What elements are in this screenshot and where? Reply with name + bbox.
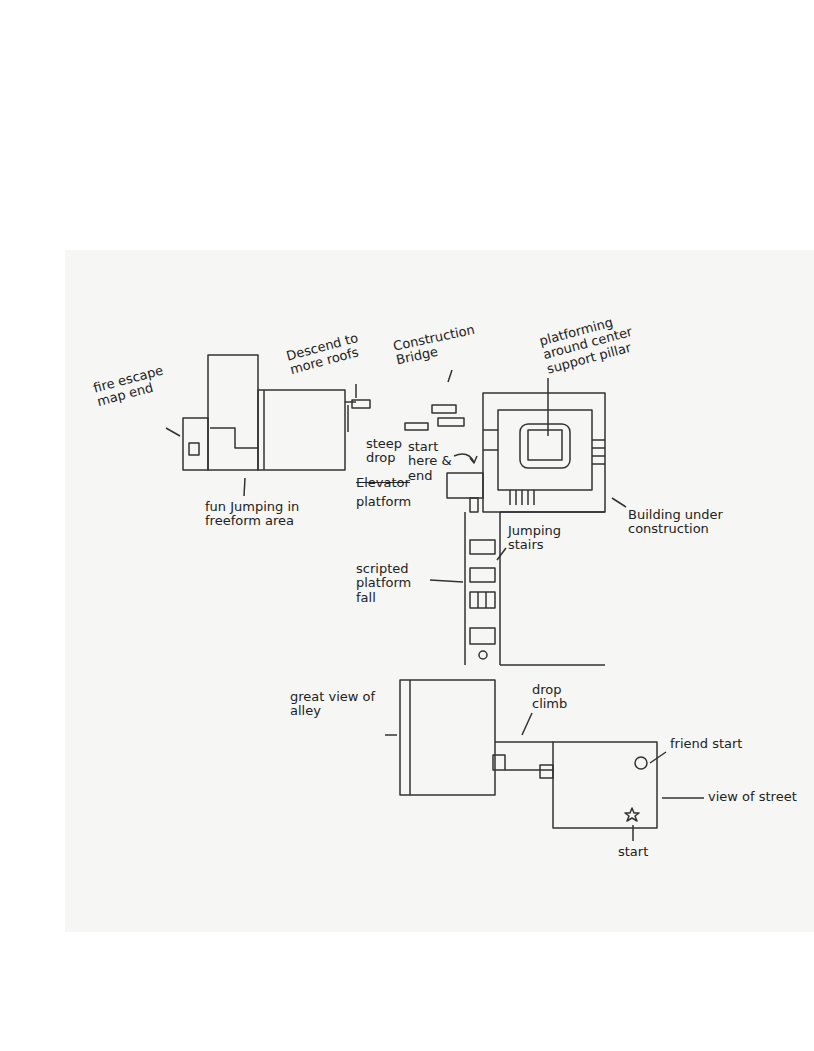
post <box>470 498 478 512</box>
leader-line <box>385 734 397 736</box>
friend-marker <box>635 757 647 769</box>
leader-line <box>612 498 626 507</box>
leader-line <box>632 825 634 841</box>
fire-escape <box>189 443 199 455</box>
annotation: scripted platform fall <box>356 562 428 605</box>
ladder <box>540 765 553 778</box>
ledge <box>345 401 356 403</box>
annotation: Jumping stairs <box>508 524 583 553</box>
building-edge <box>500 512 605 665</box>
inner-wall <box>483 430 498 450</box>
drop-climb-path <box>495 742 553 770</box>
point <box>479 651 487 659</box>
annotation: drop climb <box>532 683 592 712</box>
annotation: Descend to more roofs <box>285 329 372 378</box>
leader-line <box>355 384 357 398</box>
falling-platform <box>470 592 495 608</box>
bridge-piece <box>438 418 464 426</box>
elevator-platform <box>447 473 483 498</box>
bridge-piece <box>432 405 456 413</box>
annotation: start here & end <box>408 440 452 483</box>
start-star <box>625 808 639 821</box>
inner-floor <box>498 410 592 490</box>
leader-line <box>522 713 532 735</box>
bridge-piece <box>405 423 428 430</box>
stair-platform <box>470 540 495 554</box>
annotation: platforming around center support pillar <box>538 304 663 376</box>
annotation: view of street <box>708 790 806 804</box>
start-roof <box>553 742 657 828</box>
leader-line <box>430 580 463 582</box>
freeform-roof <box>258 390 345 470</box>
roof-edge <box>263 390 265 470</box>
construction-building <box>483 393 605 512</box>
arrow-head <box>470 456 477 463</box>
annotation: steep drop <box>366 437 406 466</box>
leader-line <box>166 428 180 436</box>
annotation: Elevator <box>356 476 436 490</box>
steep-drop-line <box>347 405 349 432</box>
leader-line <box>244 478 245 496</box>
stair-hatch <box>592 440 605 464</box>
stair-platform <box>470 628 495 644</box>
roof-edge <box>409 680 411 795</box>
pillar-core <box>528 430 562 460</box>
alley-roof <box>400 680 495 795</box>
annotation: Building under construction <box>628 508 778 537</box>
stair-platform <box>470 568 495 582</box>
annotation: friend start <box>670 737 750 751</box>
leader-line <box>497 548 506 560</box>
stair-hatch <box>510 490 534 505</box>
leader-line <box>650 752 666 763</box>
arrow-line <box>454 454 474 462</box>
leader-line <box>547 378 549 436</box>
stair-corridor <box>465 512 500 665</box>
leader-line <box>448 370 452 382</box>
leader-line <box>662 797 704 799</box>
ladder <box>493 755 505 770</box>
roof-step <box>210 428 258 448</box>
tall-building <box>208 355 258 470</box>
annotation: fire escape map end <box>92 361 179 410</box>
bridge-piece <box>352 400 370 408</box>
annotation: start <box>618 845 678 859</box>
annotation: great view of alley <box>290 690 380 719</box>
annotation: Construction Bridge <box>392 317 506 368</box>
fire-escape-block <box>183 418 208 470</box>
support-pillar <box>520 424 570 468</box>
annotation: fun Jumping in freeform area <box>205 500 345 529</box>
paper <box>65 250 814 932</box>
annotation: platform <box>356 495 436 509</box>
